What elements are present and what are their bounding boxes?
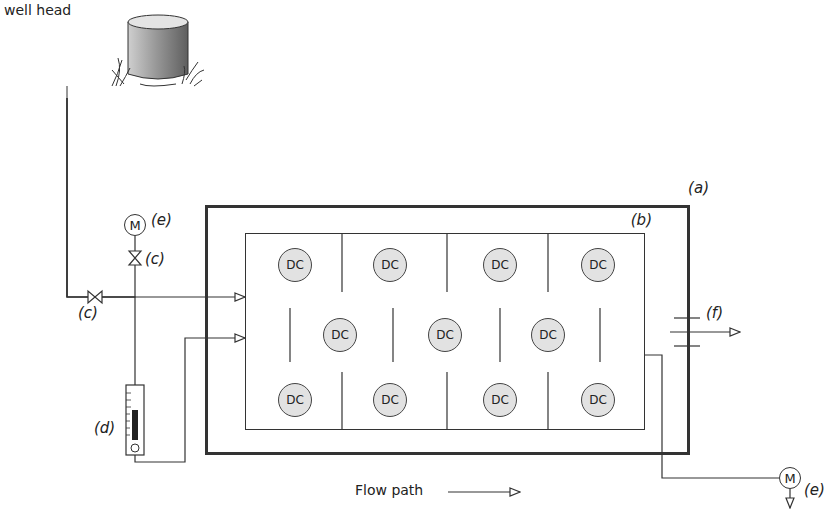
pipe (67, 98, 245, 297)
well-head: well head (0, 0, 205, 98)
flow-arrow (448, 491, 520, 492)
valve-callout: (c) (78, 305, 98, 322)
symbol-text: DC (286, 393, 304, 407)
baffles (290, 233, 600, 430)
dc-unit: DC (278, 248, 312, 282)
symbol-text: M (784, 471, 795, 486)
dc-unit: DC (373, 248, 407, 282)
well-head-label: well head (4, 2, 71, 18)
dc-unit: DC (581, 248, 615, 282)
flowmeter (126, 385, 144, 455)
symbol-text: DC (286, 258, 304, 272)
discharge-arrow (789, 489, 790, 508)
dc-unit: DC (428, 318, 462, 352)
dc-unit: DC (323, 318, 357, 352)
dc-unit: DC (483, 383, 517, 417)
flowmeter-callout: (d) (94, 420, 115, 437)
dc-unit: DC (373, 383, 407, 417)
pipe (67, 98, 135, 297)
dc-unit: DC (581, 383, 615, 417)
inner-tank: (b)DCDCDCDCDCDCDCDCDCDCDC (245, 233, 645, 430)
symbol-text: DC (331, 328, 349, 342)
dc-unit: DC (531, 318, 565, 352)
dc-unit: DC (278, 383, 312, 417)
symbol-text: DC (589, 393, 607, 407)
outlet (670, 318, 740, 346)
outer-tank: (a)(b)DCDCDCDCDCDCDCDCDCDCDC (205, 205, 690, 455)
symbol-text: DC (491, 258, 509, 272)
meter-callout: (e) (804, 482, 825, 499)
meter-callout: (e) (151, 212, 172, 229)
valve-callout: (c) (145, 251, 165, 268)
symbol-text: M (129, 218, 140, 233)
symbol-text: DC (436, 328, 454, 342)
symbol-text: DC (381, 258, 399, 272)
part-letter: (b) (631, 212, 652, 229)
symbol-text: DC (589, 258, 607, 272)
pipe (67, 98, 245, 462)
part-letter: (a) (688, 180, 709, 197)
flow-path-label: Flow path (355, 483, 423, 498)
dc-unit: DC (483, 248, 517, 282)
meter-symbol: M (779, 467, 801, 489)
meter-symbol: M (124, 214, 146, 236)
outlet-callout: (f) (706, 305, 723, 322)
valve-symbol (88, 251, 141, 303)
symbol-text: DC (381, 393, 399, 407)
symbol-text: DC (539, 328, 557, 342)
symbol-text: DC (491, 393, 509, 407)
pipe (645, 355, 779, 478)
